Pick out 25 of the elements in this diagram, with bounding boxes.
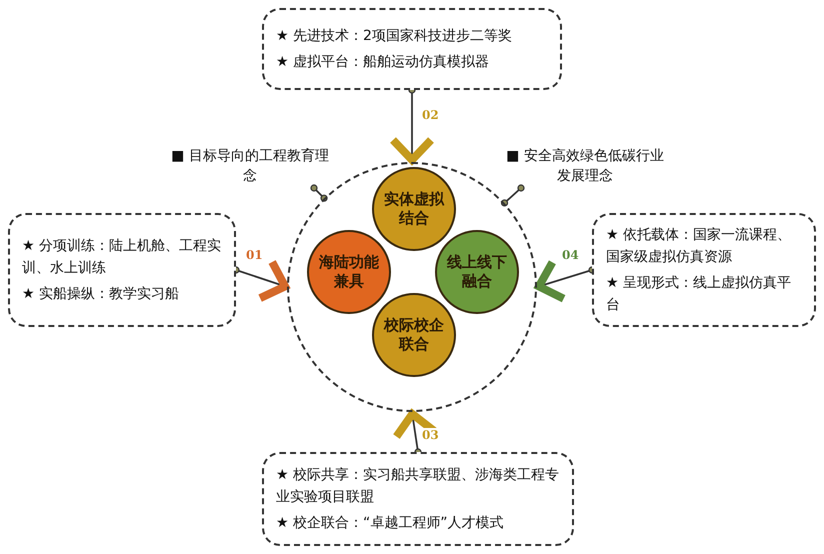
edge-label: 04 — [560, 248, 581, 262]
theme-circle: 线上线下融合 — [435, 230, 519, 314]
dashed-text-box — [262, 8, 562, 90]
edge-label: 02 — [420, 108, 441, 122]
dashed-text-box — [8, 213, 236, 327]
bullet-text: ★ 分项训练：陆上机舱、工程实训、水上训练 — [22, 237, 222, 278]
edge-label: 03 — [420, 428, 441, 442]
bullet-text: ★ 先进技术：2项国家科技进步二等奖 — [276, 27, 513, 46]
note-text: ■ 安全高效绿色低碳行业发展理念 — [505, 146, 665, 188]
edge-label: 01 — [244, 248, 265, 262]
leader-line — [500, 184, 525, 207]
bullet-text: ★ 依托载体：国家一流课程、国家级虚拟仿真资源 — [606, 226, 792, 267]
bullet-text: ★ 校际共享：实习船共享联盟、涉海类工程专业实验项目联盟 — [276, 466, 560, 507]
theme-circle: 海陆功能兼具 — [307, 230, 391, 314]
theme-circle: 实体虚拟结合 — [372, 167, 456, 251]
note-text: ■ 目标导向的工程教育理念 — [170, 146, 330, 188]
dashed-circle — [287, 162, 537, 412]
bullet-text: ★ 呈现形式：线上虚拟仿真平台 — [606, 274, 792, 315]
bullet-text: ★ 实船操纵：教学实习船 — [22, 285, 180, 304]
bullet-text: ★ 校企联合：“卓越工程师”人才模式 — [276, 514, 505, 533]
leader-line — [310, 184, 328, 202]
bullet-text: ★ 虚拟平台：船舶运动仿真模拟器 — [276, 53, 490, 72]
dashed-text-box — [592, 213, 816, 327]
dashed-text-box — [262, 452, 574, 546]
theme-circle: 校际校企联合 — [372, 293, 456, 377]
